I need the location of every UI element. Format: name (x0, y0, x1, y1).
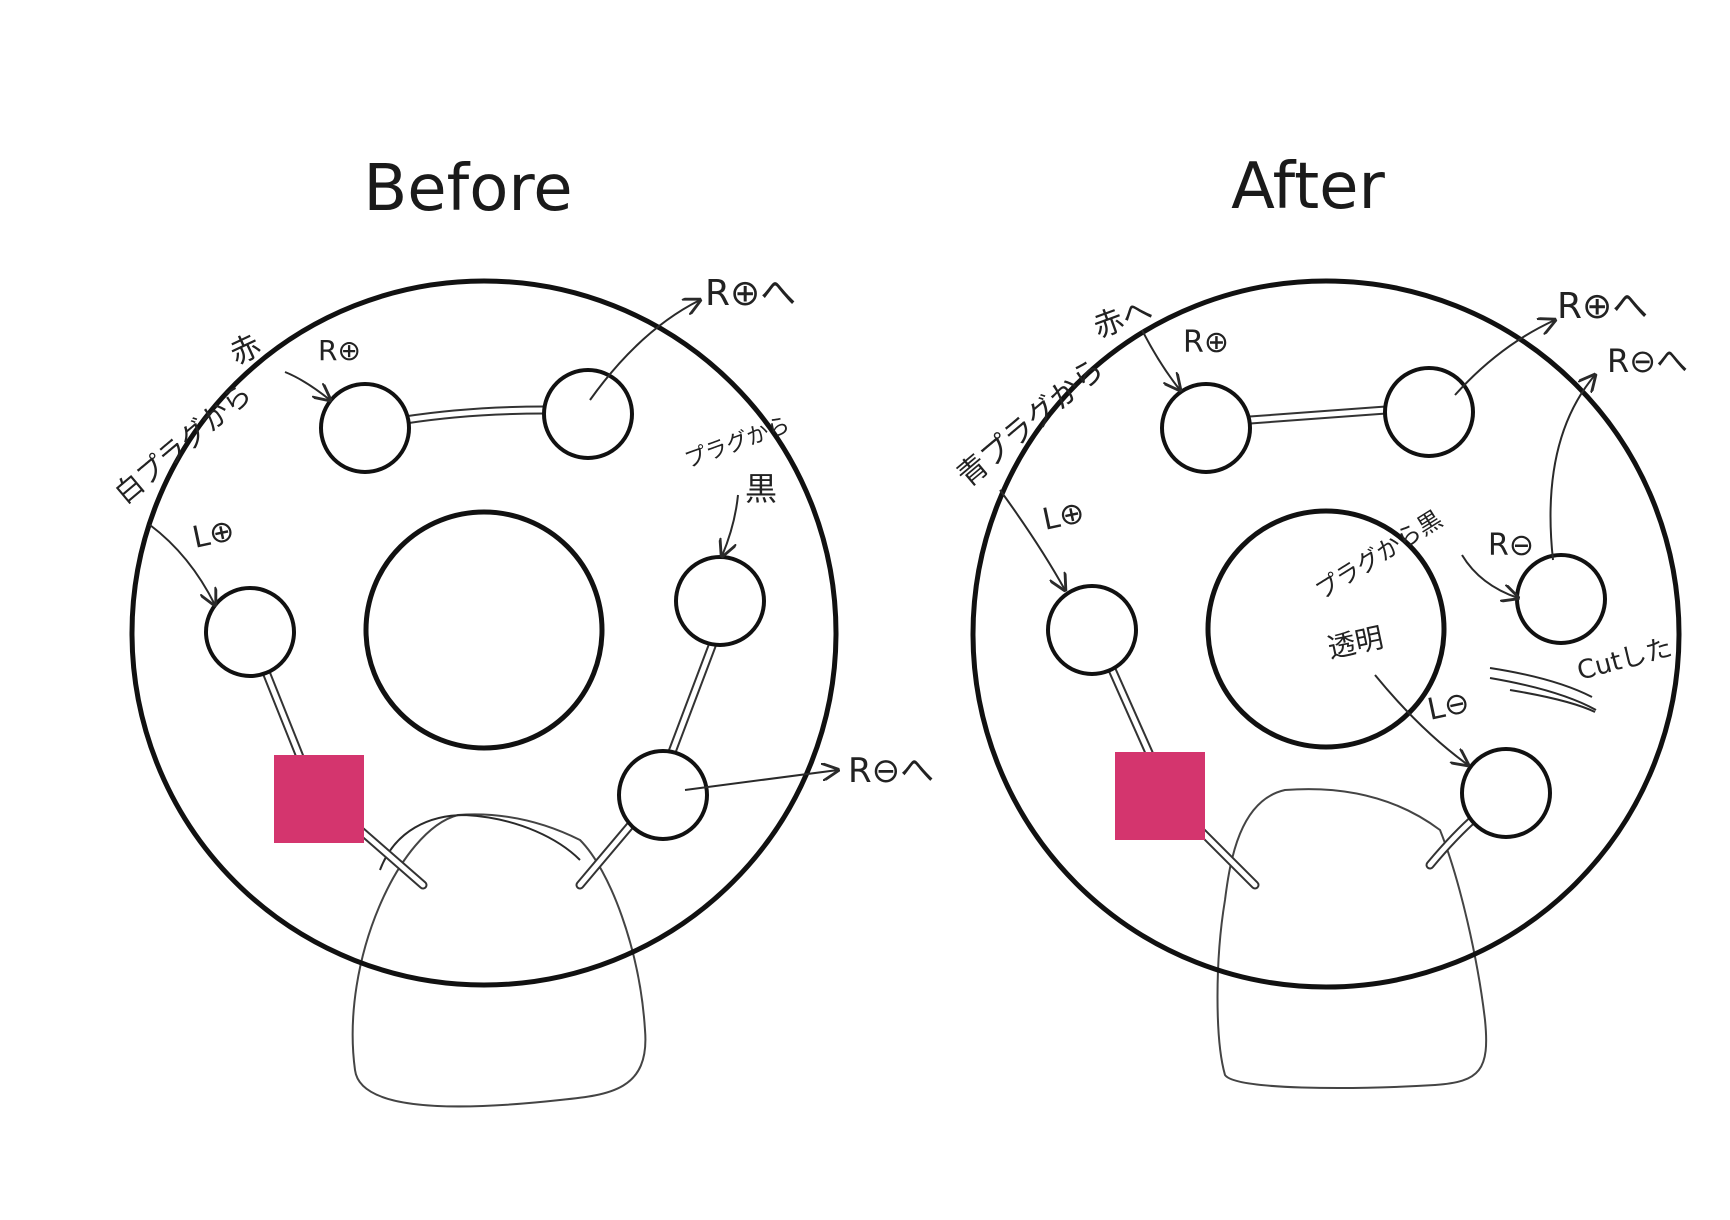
before-pin-black (674, 555, 766, 647)
before-label-white-from-plug: 白プラグから (108, 377, 258, 510)
before-cable-inner-edge (379, 813, 581, 871)
after-label-r-minus-to: R⊖へ (1607, 342, 1688, 380)
after-pin-l-plus (1046, 584, 1138, 676)
after-title: After (1231, 150, 1385, 224)
after-pin-l-minus (1460, 747, 1552, 839)
after-pin-r-plus-left (1160, 382, 1252, 474)
before-title: Before (363, 152, 572, 226)
before-pin-l-plus (204, 586, 296, 678)
before-label-black: 黒 (745, 470, 777, 508)
before-label-black-from-plug: プラグから (682, 413, 794, 474)
before-wires (257, 405, 717, 890)
before-label-l-plus: L⊕ (189, 513, 237, 556)
after-label-blue-from-plug: 青プラグから (951, 352, 1111, 495)
before-label-r-plus-to: R⊕へ (705, 273, 796, 314)
before-panel: Before (108, 152, 934, 1108)
before-center-hole (363, 509, 605, 751)
after-pin-r-minus (1515, 553, 1607, 645)
after-cut-wire (1489, 667, 1597, 713)
before-label-red: 赤 (225, 328, 267, 372)
after-label-r-plus-to: R⊕へ (1557, 286, 1648, 327)
before-resistor-pad (274, 755, 364, 843)
after-panel: After (951, 150, 1688, 1089)
after-label-cut: Cutした (1574, 633, 1675, 687)
before-annotation-arrows (149, 300, 838, 791)
after-label-clear: 透明 (1325, 621, 1387, 665)
after-label-r-minus: R⊖ (1488, 528, 1534, 563)
after-annotation-arrows (999, 320, 1595, 765)
after-label-r-plus: R⊕ (1183, 325, 1229, 360)
after-label-l-plus: L⊕ (1039, 495, 1087, 538)
before-label-r-minus-to: R⊖へ (848, 751, 934, 791)
after-outer-disc (970, 278, 1682, 990)
before-label-r-plus: R⊕ (318, 334, 361, 367)
before-outer-disc (129, 278, 839, 988)
before-pin-r-plus-left (319, 382, 411, 474)
after-label-l-minus: L⊖ (1424, 685, 1472, 728)
after-label-black-from-plug: プラグから黒 (1310, 505, 1447, 605)
after-pin-r-plus-right (1383, 366, 1475, 458)
after-center-hole (1205, 508, 1447, 750)
before-pin-r-plus-right (542, 368, 634, 460)
after-resistor-pad (1115, 752, 1205, 840)
before-pin-r-minus (617, 749, 709, 841)
after-cable-base (1216, 788, 1488, 1089)
